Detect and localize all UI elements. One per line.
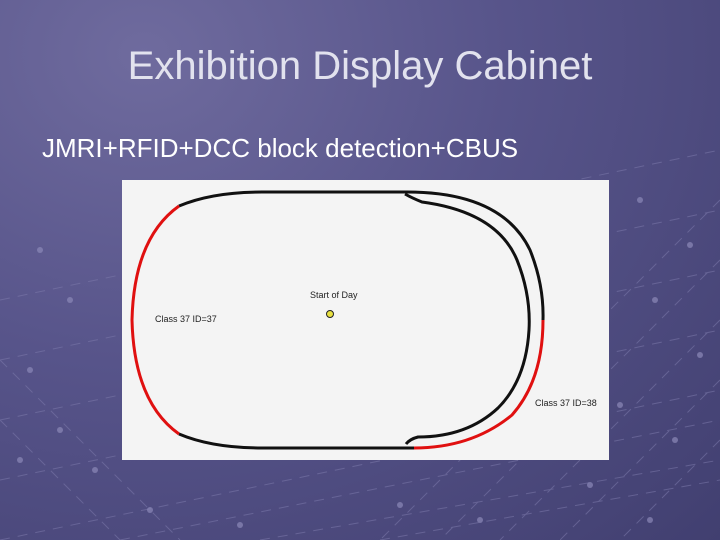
layout-panel: Start of Day Class 37 ID=37 Class 37 ID=… [122, 180, 609, 460]
loco-label-right: Class 37 ID=38 [535, 398, 597, 408]
slide-subtitle: JMRI+RFID+DCC block detection+CBUS [42, 133, 519, 163]
track-siding [404, 192, 531, 445]
track-diagram [130, 190, 545, 450]
loco-label-left: Class 37 ID=37 [155, 314, 217, 324]
track-left-arc [130, 204, 180, 436]
track-right-upper-arc [406, 190, 545, 321]
slide-title: Exhibition Display Cabinet [127, 44, 593, 88]
track-right-lower-arc [413, 319, 545, 450]
start-of-day-label: Start of Day [310, 290, 358, 300]
track-top-straight [178, 190, 407, 208]
start-of-day-indicator [326, 310, 334, 318]
track-bottom-straight [178, 432, 414, 450]
